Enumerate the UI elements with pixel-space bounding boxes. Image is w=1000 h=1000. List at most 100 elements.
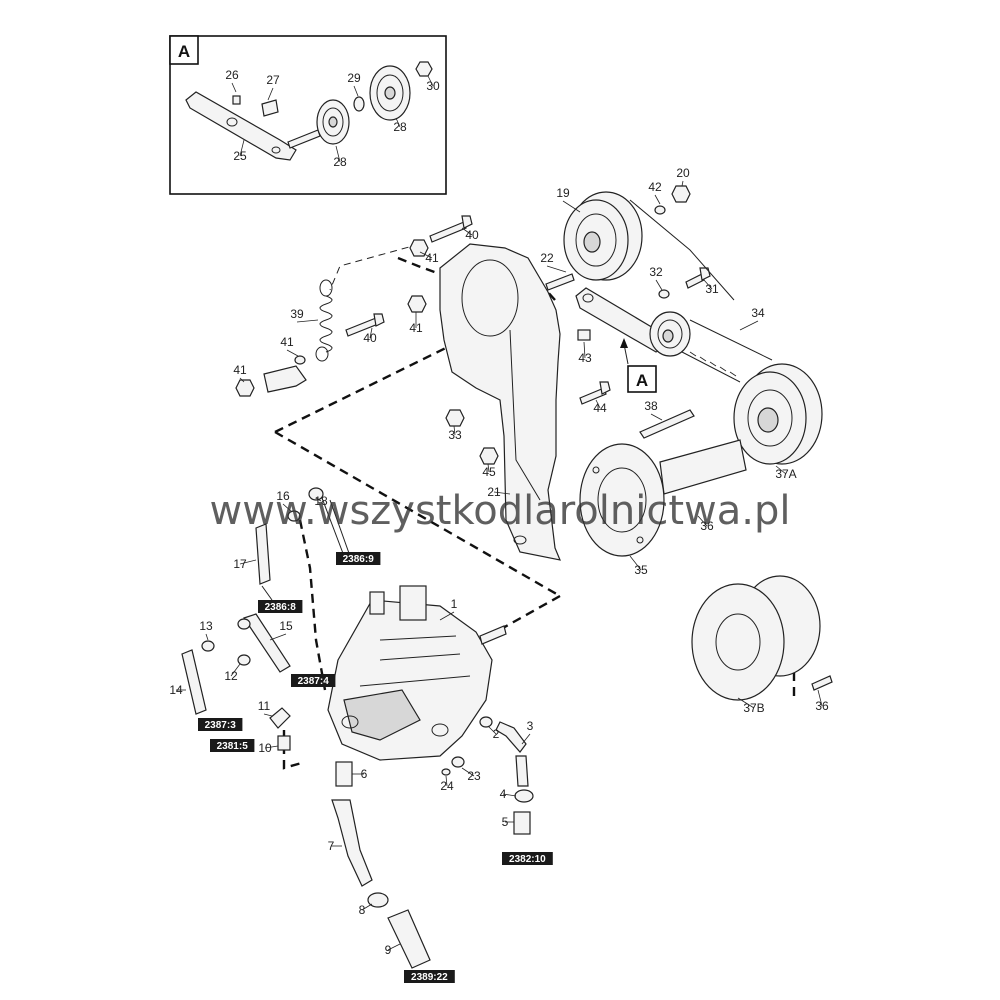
callout-number: 44 — [593, 401, 607, 415]
reference-tag-bg — [258, 600, 303, 613]
callout-number: 17 — [233, 557, 247, 571]
callout-number: 39 — [290, 307, 304, 321]
reference-tag-bg — [291, 674, 336, 687]
callout-number: 45 — [482, 465, 496, 479]
watermark-text: www.wszystkodlarolnictwa.pl — [210, 488, 791, 534]
reference-tags: 2386:92386:82387:42387:32381:52382:10238… — [198, 552, 553, 983]
callout-leader — [629, 555, 642, 571]
fasteners-upper — [235, 185, 711, 465]
callout-number: 6 — [361, 767, 368, 781]
callout-leader — [439, 611, 455, 621]
callout-leader — [239, 139, 245, 157]
callout-leader — [296, 319, 319, 323]
callout-leader — [487, 725, 497, 735]
callout-number: 18 — [314, 494, 328, 508]
callout-leader — [286, 349, 299, 357]
callout-number: 5 — [502, 815, 509, 829]
callout-leader — [737, 697, 755, 709]
callout-leader — [487, 463, 490, 473]
pulley-19-part — [563, 191, 735, 301]
reference-tag: 2386:8 — [265, 602, 297, 613]
callout-leader — [395, 117, 401, 128]
callout-number: 11 — [258, 699, 271, 713]
callout-leader — [493, 491, 511, 495]
callout-leader — [267, 87, 274, 101]
callout-number: 36 — [700, 519, 714, 533]
callout-number: 41 — [409, 321, 423, 335]
mounting-bracket-part — [439, 243, 561, 561]
callout-number: 41 — [280, 335, 294, 349]
callout-number: 42 — [648, 180, 662, 194]
callout-leader — [239, 377, 245, 383]
inset-detail-a: A — [169, 35, 447, 195]
callout-number: 30 — [426, 79, 440, 93]
callout-number: 15 — [279, 619, 293, 633]
callout-number: 14 — [169, 683, 183, 697]
inset-frame — [169, 35, 447, 195]
pulley-37b-part — [691, 575, 833, 701]
callout-leader — [655, 279, 663, 291]
callout-number: 43 — [578, 351, 592, 365]
callout-leaders — [176, 75, 823, 951]
callout-leader — [282, 503, 293, 513]
callout-number: 33 — [448, 428, 462, 442]
callout-leader — [263, 713, 273, 717]
tension-spring-part — [315, 279, 333, 362]
callout-number: 34 — [751, 306, 765, 320]
callout-number: 9 — [385, 943, 392, 957]
callout-number: 36 — [815, 699, 829, 713]
callout-leader — [650, 413, 663, 421]
callout-leader — [654, 194, 661, 205]
fuel-lines-part — [181, 487, 534, 969]
callout-leader — [562, 200, 581, 213]
callout-number: 4 — [500, 787, 507, 801]
callout-leader — [583, 341, 586, 359]
bracket-arm-part — [185, 91, 297, 161]
inset-label-box — [169, 35, 199, 65]
callout-number: 29 — [347, 71, 361, 85]
callout-leader — [231, 82, 237, 93]
injection-pump-part — [327, 585, 507, 761]
callout-number: 25 — [233, 149, 247, 163]
callout-leader — [445, 775, 448, 787]
callout-leader — [387, 943, 401, 951]
callout-number: 20 — [676, 166, 690, 180]
callout-number: 26 — [225, 68, 239, 82]
reference-tag-bg — [210, 739, 255, 752]
callout-leader — [546, 265, 567, 273]
callout-number: 7 — [328, 839, 335, 853]
callout-number: 21 — [487, 485, 501, 499]
callout-leader — [681, 180, 684, 187]
callout-number: 10 — [258, 741, 272, 755]
callout-number: 13 — [199, 619, 213, 633]
callout-leader — [239, 559, 257, 565]
inset-label: A — [178, 42, 190, 61]
reference-tag-bg — [404, 970, 455, 983]
callout-leader — [461, 227, 473, 236]
callout-number: 31 — [705, 282, 719, 296]
callout-leader — [335, 145, 341, 163]
callout-leader — [461, 767, 475, 777]
callout-leader — [361, 903, 373, 911]
callout-number: 22 — [540, 251, 554, 265]
hub-flange-part — [579, 439, 747, 557]
callout-number: 37A — [775, 467, 796, 481]
callout-number: 24 — [440, 779, 454, 793]
callout-leader — [817, 689, 823, 707]
callout-number: 32 — [649, 265, 663, 279]
callout-number: 28 — [333, 155, 347, 169]
callout-number: 1 — [451, 597, 458, 611]
shaft-key-part — [639, 409, 695, 439]
detail-marker-a: A — [620, 338, 657, 393]
callout-leader — [315, 497, 322, 502]
callout-leader — [230, 663, 241, 677]
callout-leader — [427, 75, 434, 87]
callout-leader — [419, 251, 433, 259]
callout-leader — [775, 465, 787, 475]
callout-number: 38 — [644, 399, 658, 413]
callout-number: 35 — [634, 563, 648, 577]
callout-number: 27 — [266, 73, 280, 87]
callout-leader — [453, 425, 456, 436]
